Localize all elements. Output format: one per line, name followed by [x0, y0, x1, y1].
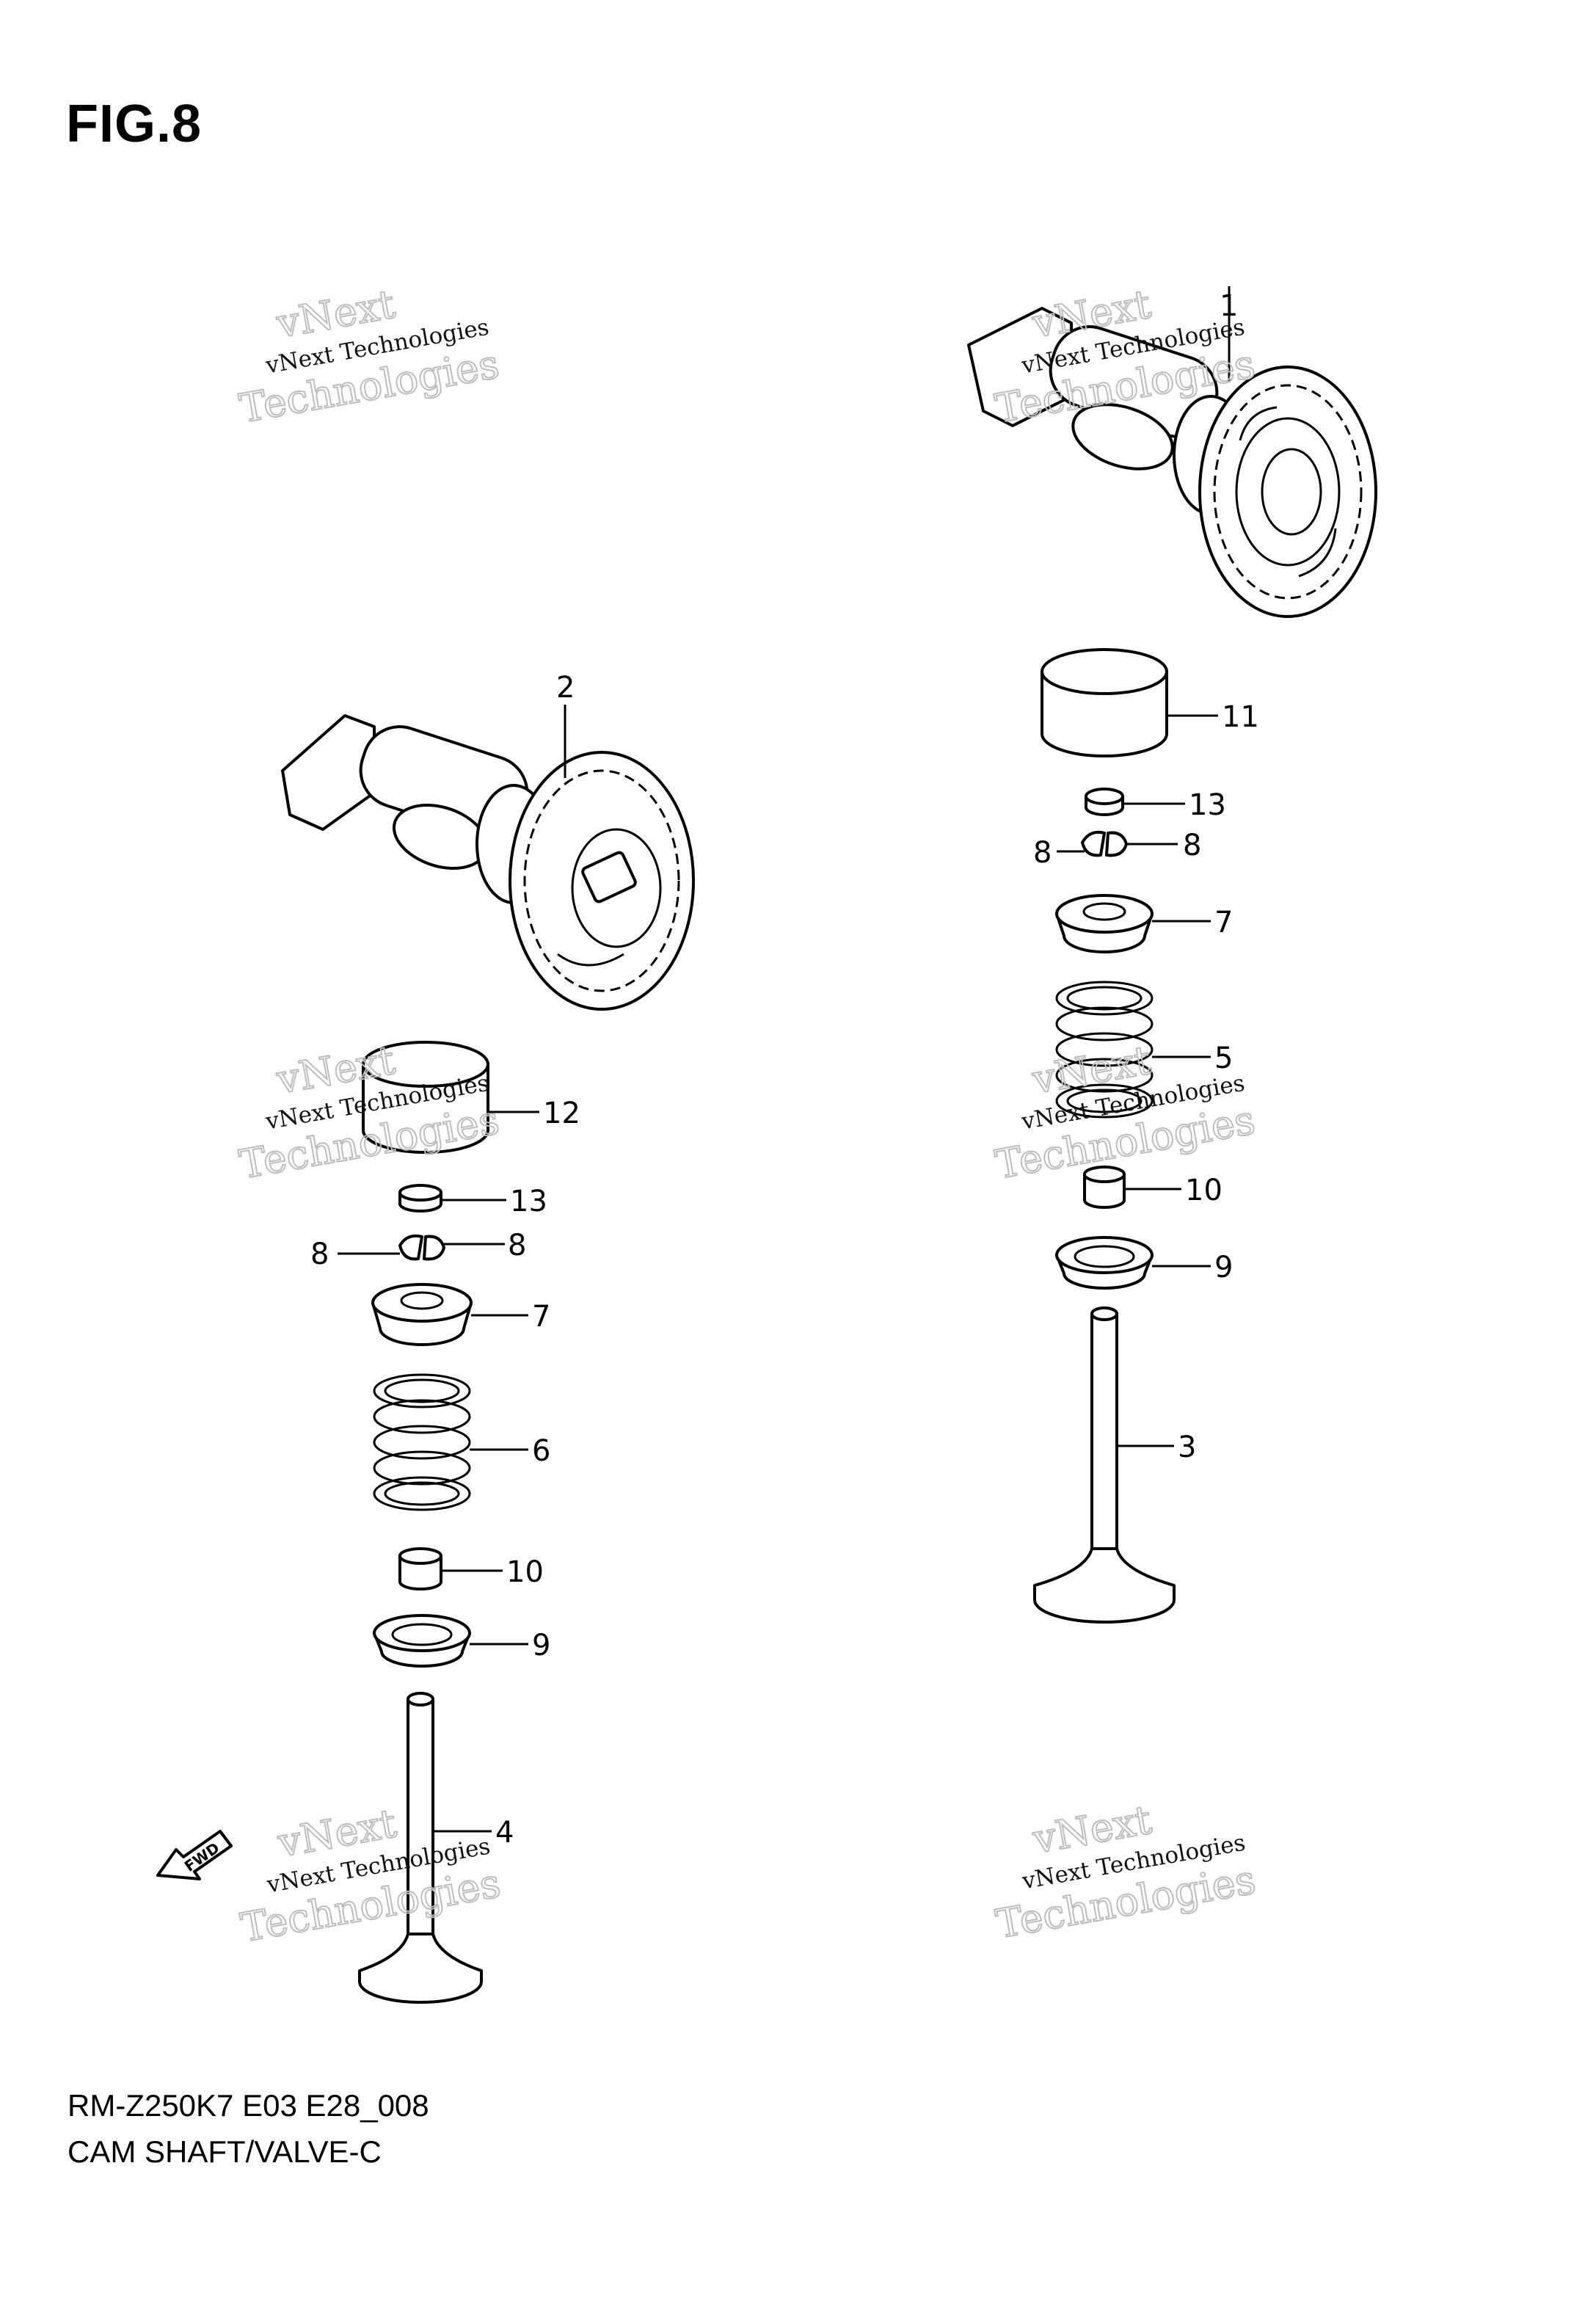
callout-4: 4: [495, 1816, 514, 1850]
callout-10-left: 10: [506, 1555, 544, 1589]
watermark-bottom-left: vNext vNext Technologies Technologies: [237, 1799, 505, 1952]
valve-tappet-part-12[interactable]: [362, 1041, 489, 1154]
watermark-top-right: vNext vNext Technologies Technologies: [991, 280, 1259, 433]
spring-retainer-part-7-left[interactable]: [371, 1283, 473, 1346]
shim-part-13-left[interactable]: [398, 1184, 442, 1213]
callout-7-right: 7: [1214, 906, 1233, 939]
valve-part-4[interactable]: [358, 1692, 483, 2004]
watermark-top-left: vNext vNext Technologies Technologies: [236, 280, 503, 433]
valve-part-3[interactable]: [1033, 1306, 1176, 1624]
callout-9-left: 9: [532, 1629, 550, 1662]
callout-6: 6: [532, 1434, 550, 1468]
valve-stem-seal-part-10-left[interactable]: [398, 1547, 442, 1591]
valve-spring-part-5[interactable]: [1055, 981, 1154, 1119]
callout-1: 1: [1220, 289, 1238, 323]
callout-8-left-a: 8: [310, 1237, 329, 1271]
valve-tappet-part-11[interactable]: [1041, 648, 1168, 757]
watermark-bottom-right: vNext vNext Technologies Technologies: [992, 1796, 1260, 1949]
callout-8-left-b: 8: [508, 1229, 526, 1262]
diagram-name: CAM SHAFT/VALVE-C: [68, 2134, 382, 2169]
shim-part-13-right[interactable]: [1085, 788, 1124, 816]
callout-3: 3: [1178, 1431, 1196, 1464]
callout-10-right: 10: [1185, 1174, 1222, 1207]
callout-11: 11: [1222, 700, 1259, 734]
callout-8-right-a: 8: [1033, 836, 1052, 870]
spring-seat-part-9-left[interactable]: [373, 1614, 471, 1668]
forward-direction-arrow: FWD: [156, 1830, 233, 1880]
callout-9-right: 9: [1214, 1251, 1233, 1284]
callout-13-right: 13: [1189, 788, 1226, 822]
spring-seat-part-9-right[interactable]: [1055, 1236, 1154, 1290]
valve-stem-seal-part-10-right[interactable]: [1083, 1166, 1126, 1209]
callout-13-left: 13: [510, 1185, 547, 1218]
callout-12: 12: [543, 1097, 580, 1130]
spring-retainer-part-7-right[interactable]: [1055, 894, 1154, 953]
callout-8-right-b: 8: [1183, 829, 1201, 862]
cotter-part-8-right[interactable]: [1081, 830, 1128, 857]
camshaft-part-2[interactable]: [281, 714, 695, 1011]
watermark-mid-left: vNext vNext Technologies Technologies: [236, 1036, 503, 1189]
callout-5: 5: [1214, 1042, 1233, 1075]
model-code: RM-Z250K7 E03 E28_008: [68, 2088, 429, 2123]
callout-7-left: 7: [532, 1300, 550, 1334]
camshaft-part-1[interactable]: [967, 307, 1377, 618]
figure-title: FIG.8: [66, 95, 203, 153]
cotter-part-8-left[interactable]: [398, 1234, 445, 1261]
callout-2: 2: [556, 671, 575, 705]
valve-spring-part-6[interactable]: [373, 1373, 471, 1511]
